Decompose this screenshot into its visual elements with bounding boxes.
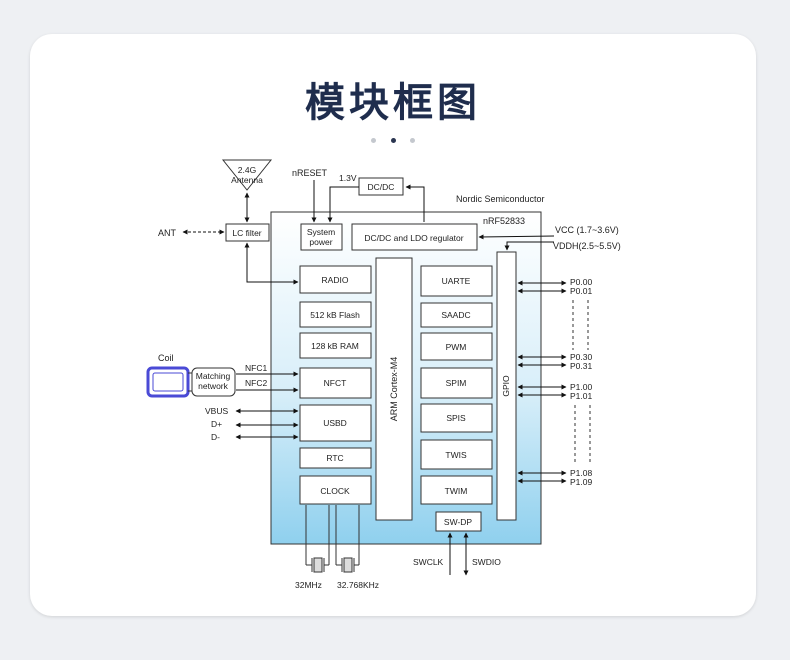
left-block-rtc: [299, 447, 372, 469]
lc-filter-block: [225, 223, 270, 242]
system-power-block: [300, 223, 343, 251]
right-block-uarte: [420, 265, 493, 297]
left-block-label-usbd: USBD: [323, 418, 347, 428]
crystal-32khz-icon: [341, 557, 355, 573]
pagination-dots: [30, 130, 756, 148]
regulator-label: DC/DC and LDO regulator: [364, 233, 463, 243]
ant-label: ANT: [158, 228, 177, 238]
right-block-label-twis: TWIS: [445, 450, 467, 460]
crystal-32mhz-icon: [311, 557, 325, 573]
gpio-pin-label: P0.01: [570, 286, 592, 296]
right-block-pwm: [420, 332, 493, 361]
nfc1-label: NFC1: [245, 363, 267, 373]
gpio-pin-label: P0.31: [570, 361, 592, 371]
gpio-pin-label: P1.09: [570, 477, 592, 487]
usb-signal-label: D-: [211, 432, 220, 442]
coil-icon: [146, 366, 190, 398]
antenna-icon: [221, 159, 273, 191]
swdp-label: SW-DP: [444, 517, 473, 527]
gpio-pin-label: P1.00: [570, 382, 592, 392]
left-block-label-ram: 128 kB RAM: [311, 341, 359, 351]
left-block-nfct: [299, 367, 372, 399]
crystal-label: 32.768KHz: [337, 580, 379, 590]
right-block-spim: [420, 367, 493, 399]
usb-signal-label: VBUS: [205, 406, 228, 416]
left-block-label-nfct: NFCT: [324, 378, 347, 388]
dcdc-label: DC/DC: [368, 182, 395, 192]
vddh-label: VDDH(2.5~5.5V): [553, 241, 621, 251]
right-block-spis: [420, 403, 493, 433]
swdp-block: [435, 511, 482, 532]
left-block-label-radio: RADIO: [322, 275, 349, 285]
pagination-dot-1[interactable]: [371, 138, 377, 143]
matching-network-block: [191, 367, 236, 397]
nfc2-label: NFC2: [245, 378, 267, 388]
chip-label: nRF52833: [483, 216, 525, 226]
gpio-block: [496, 251, 517, 521]
nreset-label: nRESET: [292, 168, 328, 178]
usb-signal-label: D+: [211, 419, 222, 429]
right-block-label-uarte: UARTE: [442, 276, 471, 286]
cpu-label: ARM Cortex-M4: [389, 357, 399, 422]
right-block-twim: [420, 475, 493, 505]
swdio-label: SWDIO: [472, 557, 501, 567]
gpio-pin-label: P0.30: [570, 352, 592, 362]
coil-label: Coil: [158, 353, 174, 363]
right-block-label-pwm: PWM: [446, 342, 467, 352]
gpio-pin-label: P1.08: [570, 468, 592, 478]
right-block-twis: [420, 439, 493, 470]
left-block-label-flash: 512 kB Flash: [310, 310, 360, 320]
lc-filter-label: LC filter: [232, 228, 261, 238]
right-block-label-saadc: SAADC: [441, 310, 470, 320]
page-title: 模块框图: [305, 80, 481, 126]
v13-label: 1.3V: [339, 173, 357, 183]
right-block-label-spis: SPIS: [446, 413, 466, 423]
left-block-flash: [299, 301, 372, 328]
pagination-dot-2-active[interactable]: [390, 138, 396, 143]
left-block-label-clock: CLOCK: [320, 486, 350, 496]
right-block-saadc: [420, 302, 493, 328]
right-block-label-spim: SPIM: [446, 378, 467, 388]
left-block-clock: [299, 475, 372, 505]
gpio-label: GPIO: [501, 375, 511, 397]
right-block-label-twim: TWIM: [445, 486, 468, 496]
left-block-radio: [299, 265, 372, 294]
swclk-label: SWCLK: [413, 557, 444, 567]
crystal-label: 32MHz: [295, 580, 322, 590]
left-block-label-rtc: RTC: [326, 453, 343, 463]
gpio-pin-label: P1.01: [570, 391, 592, 401]
regulator-block: [351, 223, 478, 251]
manufacturer-label: Nordic Semiconductor: [456, 194, 545, 204]
left-block-ram: [299, 332, 372, 359]
vcc-label: VCC (1.7~3.6V): [555, 225, 619, 235]
pagination-dot-3[interactable]: [409, 138, 415, 143]
cpu-block: [375, 257, 413, 521]
left-block-usbd: [299, 404, 372, 442]
gpio-pin-label: P0.00: [570, 277, 592, 287]
